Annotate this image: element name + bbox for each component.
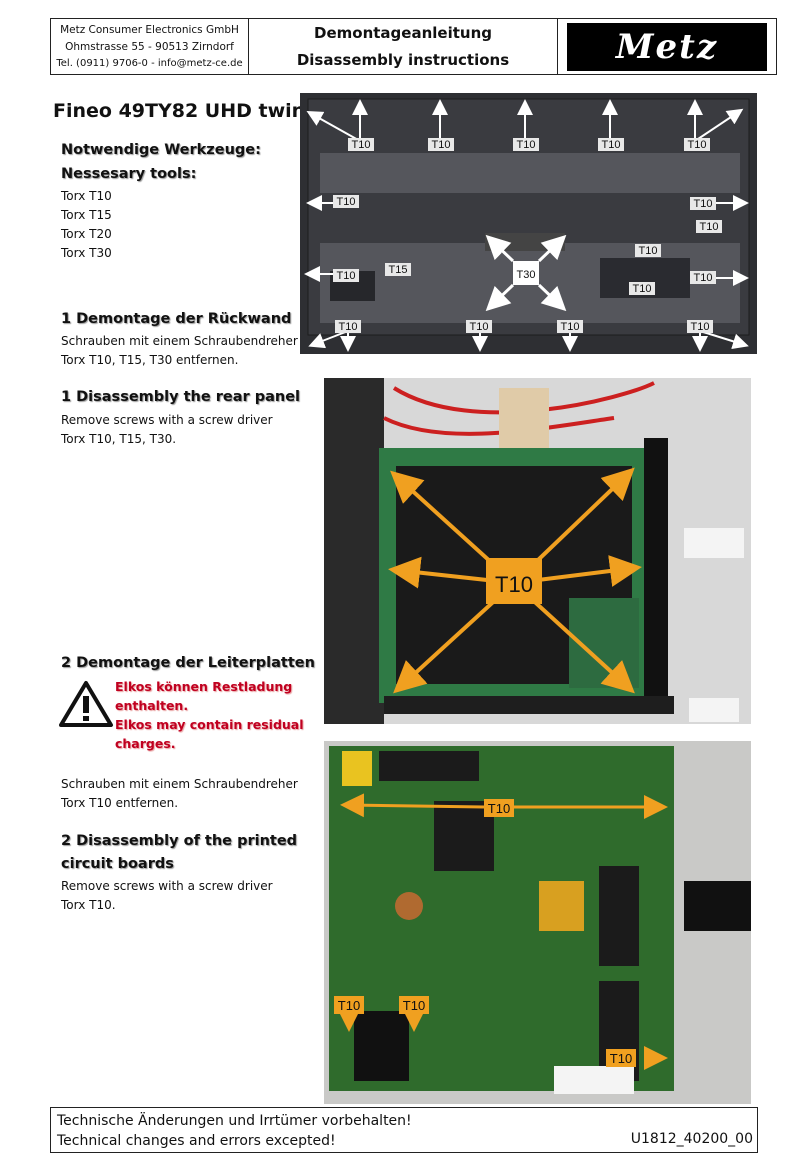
doc-title: Demontageanleitung Disassembly instructi… xyxy=(249,19,558,74)
tools-list: Torx T10 Torx T15 Torx T20 Torx T30 xyxy=(61,187,112,263)
tools-heading-de: Notwendige Werkzeuge: xyxy=(61,142,261,158)
t10-label: T10 xyxy=(517,139,536,151)
text-line: Torx T10, T15, T30 entfernen. xyxy=(61,353,239,367)
t10-label: T10 xyxy=(700,221,719,233)
metz-logo: Metz xyxy=(567,22,767,71)
t30-label: T30 xyxy=(517,269,536,281)
doc-title-de: Demontageanleitung xyxy=(314,23,492,42)
step2-text-en: Remove screws with a screw driver Torx T… xyxy=(61,877,273,915)
t10-label: T10 xyxy=(338,998,360,1013)
rear-panel-photo: T10 T10 T10 T10 T10 T10 T10 T10 T10 T10 … xyxy=(300,93,757,354)
text-line: Remove screws with a screw driver xyxy=(61,879,273,893)
t10-label: T10 xyxy=(561,321,580,333)
t10-label: T10 xyxy=(602,139,621,151)
text-line: Torx T10 entfernen. xyxy=(61,796,179,810)
document-header: Metz Consumer Electronics GmbH Ohmstrass… xyxy=(50,18,777,75)
company-address: Ohmstrasse 55 - 90513 Zirndorf xyxy=(65,40,234,53)
t10-label: T10 xyxy=(339,321,358,333)
mainboard-photo: T10 xyxy=(324,378,751,724)
t10-label: T10 xyxy=(488,801,510,816)
step1-heading-en: 1 Disassembly the rear panel xyxy=(61,389,301,405)
t10-label: T10 xyxy=(694,272,713,284)
warning-triangle-icon xyxy=(59,681,113,727)
t10-label: T10 xyxy=(337,196,356,208)
t15-label: T15 xyxy=(389,264,408,276)
company-contact: Tel. (0911) 9706-0 - info@metz-ce.de xyxy=(56,58,243,70)
step1-text-en: Remove screws with a screw driver Torx T… xyxy=(61,411,273,449)
text-line: Remove screws with a screw driver xyxy=(61,413,273,427)
footer-line-de: Technische Änderungen und Irrtümer vorbe… xyxy=(57,1113,412,1129)
t10-label: T10 xyxy=(639,245,658,257)
t10-label: T10 xyxy=(470,321,489,333)
text-line: Torx T10. xyxy=(61,898,116,912)
logo-cell: Metz xyxy=(558,19,776,74)
tools-heading-en: Nessesary tools: xyxy=(61,166,197,182)
warning-text: Elkos können Restladung enthalten. Elkos… xyxy=(115,677,304,753)
step2-text-de: Schrauben mit einem Schraubendreher Torx… xyxy=(61,775,298,813)
tool-item: Torx T20 xyxy=(61,227,112,241)
tool-item: Torx T10 xyxy=(61,189,112,203)
t10-label: T10 xyxy=(694,198,713,210)
company-info: Metz Consumer Electronics GmbH Ohmstrass… xyxy=(51,19,249,74)
heading-line: 2 Disassembly of the printed xyxy=(61,833,298,849)
company-name: Metz Consumer Electronics GmbH xyxy=(60,23,239,36)
product-title: Fineo 49TY82 UHD twin R xyxy=(53,100,327,122)
step2-heading-de: 2 Demontage der Leiterplatten xyxy=(61,655,315,671)
doc-title-en: Disassembly instructions xyxy=(296,51,510,70)
tool-item: Torx T30 xyxy=(61,246,112,260)
text-line: Schrauben mit einem Schraubendreher xyxy=(61,334,298,348)
t10-label: T10 xyxy=(688,139,707,151)
tool-item: Torx T15 xyxy=(61,208,112,222)
warning-line: Elkos können Restladung xyxy=(115,679,293,694)
t10-label: T10 xyxy=(403,998,425,1013)
t10-label: T10 xyxy=(633,283,652,295)
t10-label: T10 xyxy=(691,321,710,333)
t10-label: T10 xyxy=(432,139,451,151)
step2-heading-en: 2 Disassembly of the printed circuit boa… xyxy=(61,830,297,876)
step1-text-de: Schrauben mit einem Schraubendreher Torx… xyxy=(61,332,298,370)
text-line: Schrauben mit einem Schraubendreher xyxy=(61,777,298,791)
warning-line: Elkos may contain residual xyxy=(115,717,304,732)
document-footer: Technische Änderungen und Irrtümer vorbe… xyxy=(50,1107,758,1153)
document-code: U1812_40200_00 xyxy=(630,1131,753,1147)
powerboard-photo: T10 T10 T10 T10 xyxy=(324,741,751,1104)
warning-line: charges. xyxy=(115,736,176,751)
t10-label: T10 xyxy=(610,1051,632,1066)
t10-label: T10 xyxy=(337,270,356,282)
t10-label: T10 xyxy=(495,572,533,597)
step1-heading-de: 1 Demontage der Rückwand xyxy=(61,311,292,327)
text-line: Torx T10, T15, T30. xyxy=(61,432,177,446)
footer-line-en: Technical changes and errors excepted! xyxy=(57,1133,336,1149)
t10-label: T10 xyxy=(352,139,371,151)
heading-line: circuit boards xyxy=(61,856,174,872)
warning-line: enthalten. xyxy=(115,698,189,713)
